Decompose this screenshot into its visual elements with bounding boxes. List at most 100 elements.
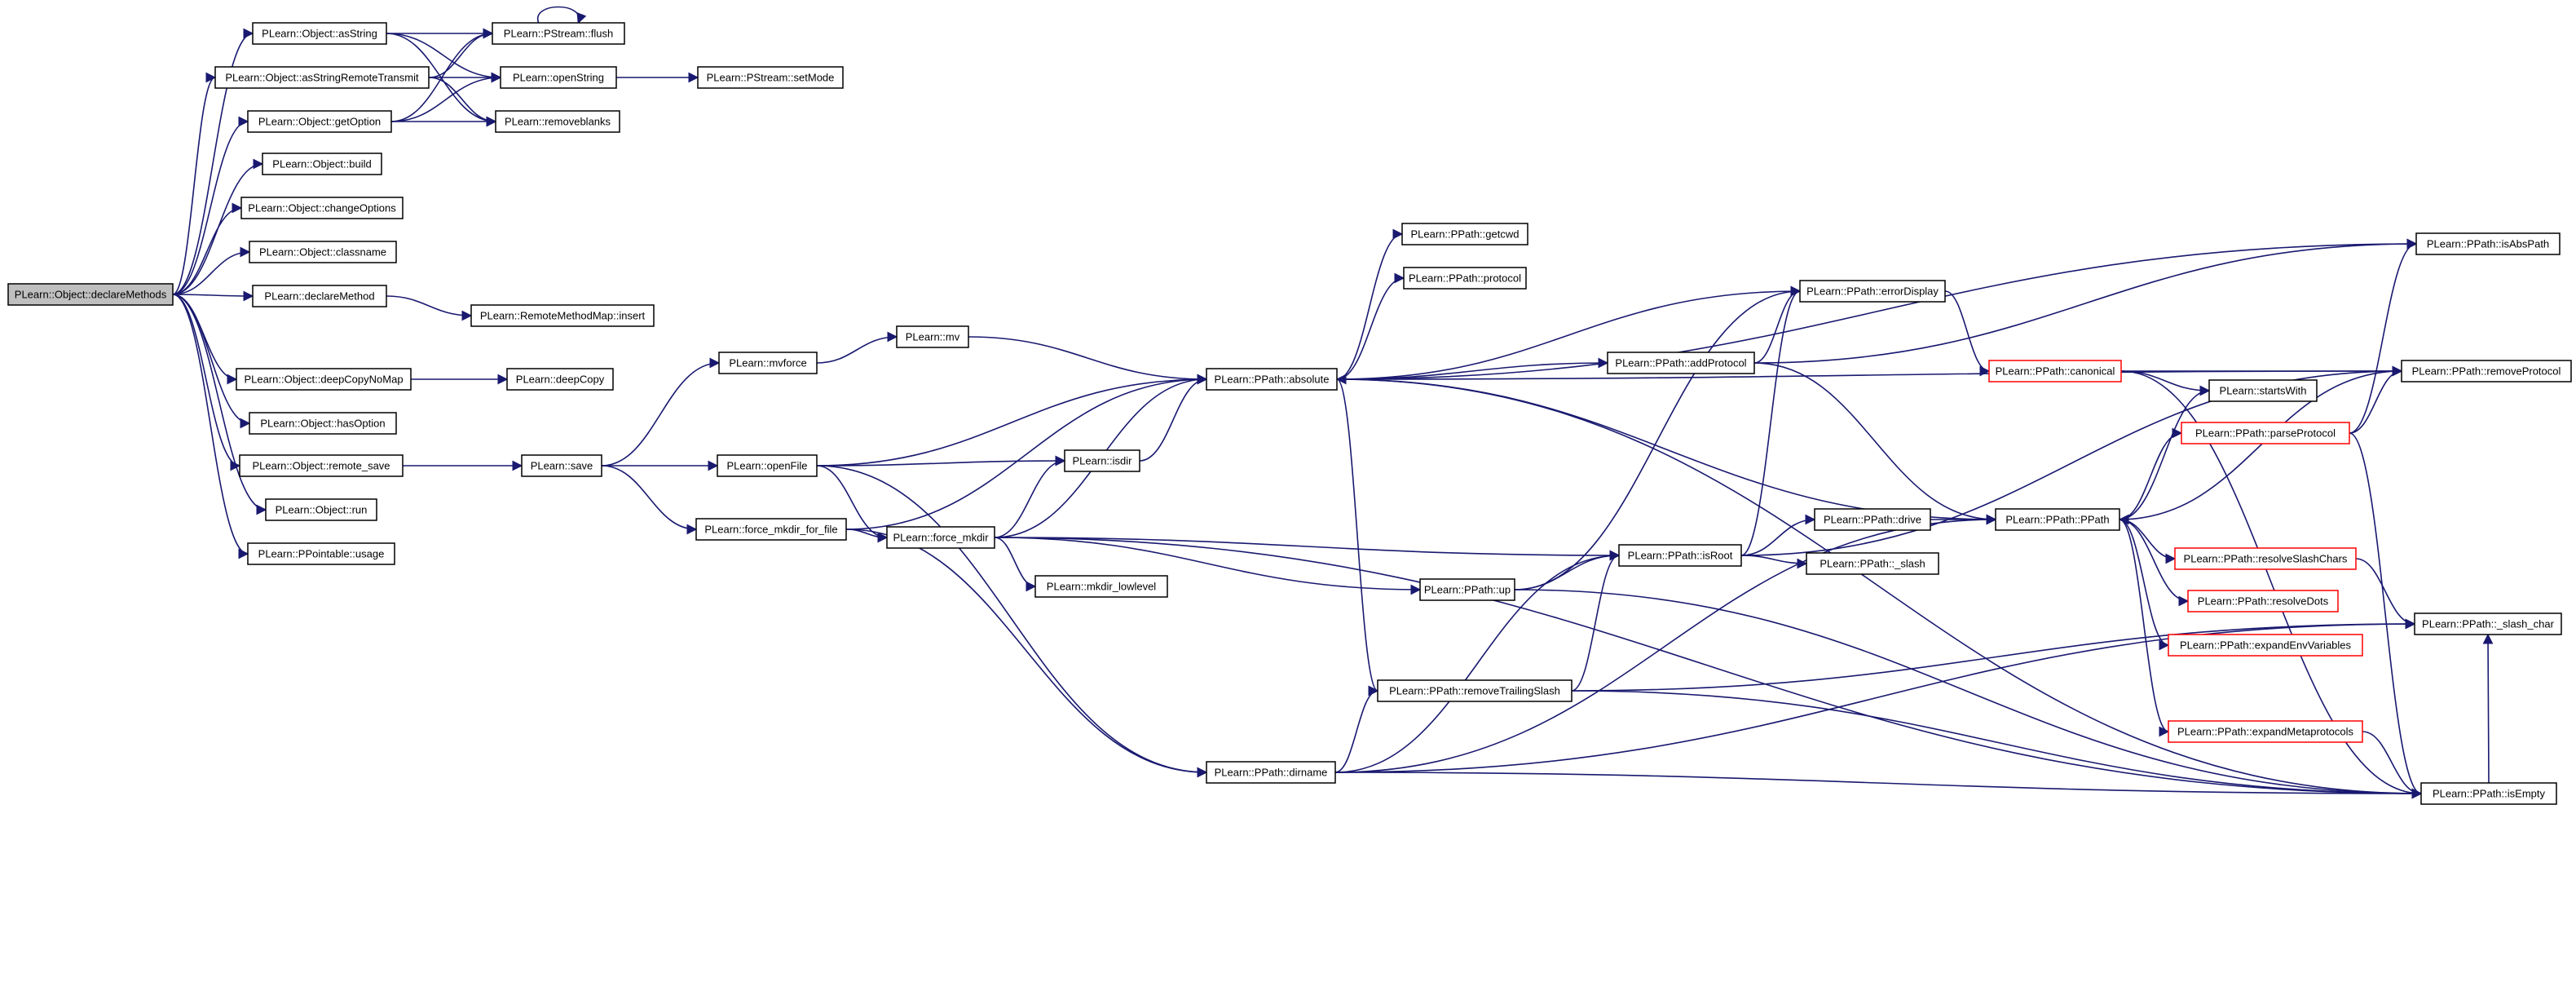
edge-force-mkdir-to-isempty [994, 537, 2423, 799]
node-box [2420, 782, 2557, 805]
node-parseprotocol[interactable]: PLearn::PPath::parseProtocol [2181, 422, 2350, 444]
edge-up-to-errordisplay [1514, 285, 1802, 590]
node-deepcopy[interactable]: PLearn::deepCopy [506, 368, 614, 391]
node-box [1814, 508, 1931, 531]
node-hasoption[interactable]: PLearn::Object::hasOption [249, 412, 397, 435]
node-openfile[interactable]: PLearn::openFile [717, 454, 818, 477]
edge-parseprotocol-to-isempty [2349, 432, 2423, 799]
edge-isroot-to--slash [1740, 555, 1808, 569]
node-changeoptions[interactable]: PLearn::Object::changeOptions [240, 197, 404, 219]
node-label: PLearn::PPath::getcwd [1411, 228, 1520, 241]
node-addprotocol[interactable]: PLearn::PPath::addProtocol [1607, 352, 1755, 374]
node-save[interactable]: PLearn::save [521, 454, 602, 477]
edge-isdir-to-absolute [1139, 374, 1208, 462]
edge-flush-to-flush [536, 6, 587, 24]
node-removetrailingslash[interactable]: PLearn::PPath::removeTrailingSlash [1377, 679, 1573, 702]
node-removeprotocol[interactable]: PLearn::PPath::removeProtocol [2401, 360, 2572, 383]
edge-absolute-to-ppath [1336, 378, 1997, 525]
node--slash-char[interactable]: PLearn::PPath::_slash_char [2414, 612, 2562, 635]
node-label: PLearn::PPath::_slash [1820, 558, 1925, 570]
node-mv[interactable]: PLearn::mv [896, 325, 969, 348]
edge-declaremethods-to-changeoptions [172, 202, 243, 295]
node-isroot[interactable]: PLearn::PPath::isRoot [1618, 544, 1742, 567]
node-declaremethods[interactable]: PLearn::Object::declareMethods [7, 283, 174, 306]
node-box [695, 518, 847, 541]
node-box [896, 325, 969, 348]
node-label: PLearn::Object::build [272, 158, 371, 170]
node-absolute[interactable]: PLearn::PPath::absolute [1206, 368, 1338, 391]
node-protocol[interactable]: PLearn::PPath::protocol [1403, 267, 1527, 290]
edge-declaremethods-to-asstring [172, 28, 254, 295]
node-label: PLearn::PPath::resolveSlashChars [2184, 553, 2348, 565]
node-isempty[interactable]: PLearn::PPath::isEmpty [2420, 782, 2557, 805]
node-box [1403, 267, 1527, 290]
edge-asstring-to-openstring [386, 33, 502, 83]
edge-save-to-mvforce [601, 357, 721, 467]
edge-declaremethods-to-remote-save [172, 294, 241, 471]
node-box [265, 498, 377, 521]
edge-dirname-to--slash-char [1334, 618, 2416, 773]
node-ppath[interactable]: PLearn::PPath::PPath [1995, 508, 2120, 531]
node-openstring[interactable]: PLearn::openString [500, 66, 617, 89]
node-box [492, 22, 625, 45]
node-up[interactable]: PLearn::PPath::up [1419, 578, 1515, 601]
edge-absolute-to-removetrailingslash [1336, 378, 1379, 696]
node-insert[interactable]: PLearn::RemoteMethodMap::insert [470, 304, 655, 327]
node-startswith[interactable]: PLearn::startsWith [2208, 379, 2318, 402]
node-label: PLearn::force_mkdir_for_file [704, 524, 837, 536]
node-declaremethod[interactable]: PLearn::declareMethod [252, 285, 387, 307]
edge-declaremethods-to-deepcopynomap [172, 294, 238, 385]
node-box [249, 241, 397, 263]
node-errordisplay[interactable]: PLearn::PPath::errorDisplay [1799, 280, 1946, 303]
edge-force-mkdir-for-file-to-dirname [845, 528, 1208, 778]
node-mkdir-lowlevel[interactable]: PLearn::mkdir_lowlevel [1034, 575, 1168, 598]
node-canonical[interactable]: PLearn::PPath::canonical [1988, 360, 2122, 383]
node-remote-save[interactable]: PLearn::Object::remote_save [239, 454, 404, 477]
edge-errordisplay-to-absolute [1335, 290, 1801, 385]
edge-mvforce-to-mv [816, 331, 898, 364]
node-getcwd[interactable]: PLearn::PPath::getcwd [1401, 223, 1528, 245]
node-box [1206, 761, 1336, 784]
node-setmode[interactable]: PLearn::PStream::setMode [697, 66, 844, 89]
node-drive[interactable]: PLearn::PPath::drive [1814, 508, 1931, 531]
edge-addprotocol-to-isabspath [1753, 238, 2418, 364]
node-expandmetaprotocols[interactable]: PLearn::PPath::expandMetaprotocols [2168, 720, 2363, 743]
node-label: PLearn::PPointable::usage [258, 548, 385, 560]
node-box [2414, 612, 2562, 635]
node-resolvedots[interactable]: PLearn::PPath::resolveDots [2187, 590, 2339, 612]
node-usage[interactable]: PLearn::PPointable::usage [247, 542, 395, 565]
node-asstring[interactable]: PLearn::Object::asString [252, 22, 387, 45]
node-box [214, 66, 430, 89]
node-classname[interactable]: PLearn::Object::classname [249, 241, 397, 263]
node-force-mkdir[interactable]: PLearn::force_mkdir [886, 526, 995, 549]
edge-absolute-to-isempty [1336, 378, 2423, 799]
node-deepcopynomap[interactable]: PLearn::Object::deepCopyNoMap [236, 368, 412, 391]
edge-parseprotocol-to-isabspath [2349, 238, 2418, 434]
node--slash[interactable]: PLearn::PPath::_slash [1806, 552, 1939, 575]
node-run[interactable]: PLearn::Object::run [265, 498, 377, 521]
node-force-mkdir-for-file[interactable]: PLearn::force_mkdir_for_file [695, 518, 847, 541]
node-resolveslashchars[interactable]: PLearn::PPath::resolveSlashChars [2174, 547, 2357, 570]
node-build[interactable]: PLearn::Object::build [262, 153, 382, 175]
node-box [2415, 232, 2561, 255]
node-flush[interactable]: PLearn::PStream::flush [492, 22, 625, 45]
edge-removetrailingslash-to-isempty [1571, 690, 2423, 799]
node-removeblanks[interactable]: PLearn::removeblanks [495, 110, 620, 133]
node-dirname[interactable]: PLearn::PPath::dirname [1206, 761, 1336, 784]
node-label: PLearn::Object::deepCopyNoMap [244, 374, 403, 386]
edge-declaremethods-to-asstringremotetransmit [172, 72, 217, 295]
node-asstringremotetransmit[interactable]: PLearn::Object::asStringRemoteTransmit [214, 66, 430, 89]
node-label: PLearn::PPath::canonical [1996, 365, 2115, 378]
node-getoption[interactable]: PLearn::Object::getOption [247, 110, 392, 133]
node-expandenvvariables[interactable]: PLearn::PPath::expandEnvVariables [2168, 634, 2363, 657]
node-mvforce[interactable]: PLearn::mvforce [718, 352, 818, 374]
node-isdir[interactable]: PLearn::isdir [1064, 449, 1140, 472]
node-box [240, 197, 404, 219]
node-label: PLearn::Object::run [276, 504, 368, 516]
node-box [252, 285, 387, 307]
node-label: PLearn::openFile [726, 460, 807, 472]
node-isabspath[interactable]: PLearn::PPath::isAbsPath [2415, 232, 2561, 255]
node-label: PLearn::declareMethod [264, 290, 374, 303]
edge-absolute-to-addprotocol [1336, 357, 1609, 380]
